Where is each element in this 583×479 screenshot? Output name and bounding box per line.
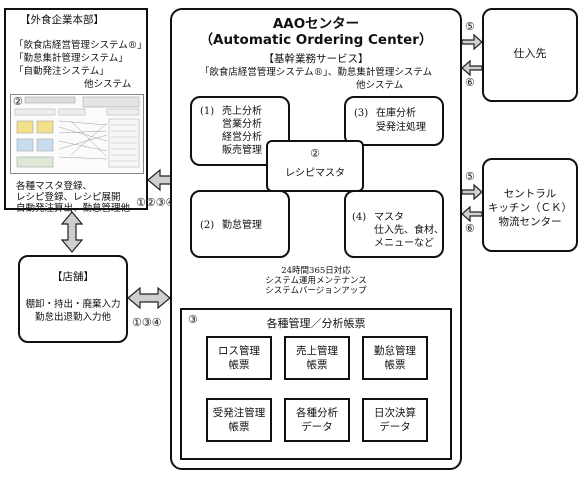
report-sales-line-1: 売上管理: [296, 345, 338, 357]
center-subtitle: （Automatic Ordering Center）: [199, 32, 433, 48]
report-loss: ロス管理 帳票: [206, 336, 272, 380]
supplier-out-label: ⑥: [465, 76, 475, 89]
report-daily-settlement: 日次決算 データ: [362, 398, 428, 442]
services-line-2: 他システム: [356, 80, 404, 91]
hq-other-systems: 他システム: [84, 79, 132, 90]
services-title: 【基幹業務サービス】: [263, 53, 369, 65]
module-sales-line-1: 売上分析: [222, 106, 262, 117]
hq-store-double-arrow: [60, 211, 84, 253]
report-daily-line-2: データ: [379, 421, 411, 433]
hq-system-3: 「自動発注システム」: [14, 66, 109, 77]
hq-screenshot-thumbnail: ②: [10, 94, 144, 174]
module-inventory-line-2: 受発注処理: [376, 122, 426, 133]
module-master-line-1: マスタ: [374, 212, 404, 223]
module-inventory: (3) 在庫分析 受発注処理: [344, 96, 444, 146]
hq-task-2: レシピ登録、レシピ展開: [16, 192, 121, 203]
report-daily-line-1: 日次決算: [374, 407, 416, 419]
reports-num: ③: [188, 313, 198, 326]
module-master-line-2: 仕入先、食材、: [374, 225, 444, 236]
store-task-2: 勤怠出退勤入力他: [34, 312, 111, 323]
services-line-1: 「飲食店経営管理システム®」、勤怠集計管理システム: [199, 67, 433, 78]
report-analysis-line-1: 各種分析: [296, 407, 338, 419]
report-ordering-line-2: 帳票: [228, 421, 250, 433]
ops-line-3: システムバージョンアップ: [265, 286, 367, 296]
module-attendance-num: (2): [200, 220, 215, 231]
supplier-in-label: ⑤: [465, 20, 475, 33]
module-master-num: (4): [352, 212, 367, 223]
ck-line-3: 物流センター: [498, 216, 562, 228]
report-attendance-line-1: 勤怠管理: [374, 345, 416, 357]
report-ordering: 受発注管理 帳票: [206, 398, 272, 442]
ck-in-label: ⑤: [465, 170, 475, 183]
module-master-line-3: メニューなど: [374, 238, 434, 249]
reports-title: 各種管理／分析帳票: [266, 317, 366, 330]
report-loss-line-1: ロス管理: [218, 345, 260, 357]
ck-line-1: セントラル: [503, 188, 557, 200]
module-sales-line-2: 営業分析: [222, 119, 262, 130]
module-recipe-master: ② レシピマスタ: [266, 140, 364, 192]
report-sales-line-2: 帳票: [306, 359, 328, 371]
ops-line-1: 24時間365日対応: [281, 266, 351, 276]
thumbnail-graphic: [14, 96, 140, 168]
central-kitchen-box: セントラル キッチン（ＣＫ） 物流センター: [482, 158, 578, 252]
module-sales-line-3: 経営分析: [222, 132, 262, 143]
report-sales: 売上管理 帳票: [284, 336, 350, 380]
hq-title: 【外食企業本部】: [20, 14, 104, 26]
module-inventory-line-1: 在庫分析: [376, 108, 416, 119]
report-analysis-line-2: データ: [301, 421, 333, 433]
hq-system-2: 「勤怠集計管理システム」: [14, 53, 128, 64]
report-ordering-line-1: 受発注管理: [212, 407, 266, 419]
hq-task-1: 各種マスタ登録、: [16, 181, 93, 192]
store-title: 【店舗】: [52, 271, 94, 283]
center-title: AAOセンター: [272, 16, 360, 32]
ck-to-center-arrow: [461, 205, 483, 223]
store-center-double-arrow: [127, 286, 171, 310]
store-task-1: 棚卸・持出・廃棄入力: [25, 299, 121, 310]
store-box: 【店舗】 棚卸・持出・廃棄入力 勤怠出退勤入力他: [18, 255, 128, 343]
center-to-supplier-arrow: [461, 33, 483, 51]
supplier-box: 仕入先: [482, 8, 578, 102]
report-attendance-line-2: 帳票: [384, 359, 406, 371]
hq-screenshot-number: ②: [13, 95, 23, 108]
ck-line-2: キッチン（ＣＫ）: [488, 202, 572, 214]
store-center-flow-label: ①③④: [132, 316, 162, 329]
ops-line-2: システム運用メンテナンス: [265, 276, 367, 286]
report-attendance: 勤怠管理 帳票: [362, 336, 428, 380]
module-inventory-num: (3): [354, 108, 369, 119]
hq-task-3: 自動発注算出、勤怠管理他: [16, 203, 131, 214]
module-recipe-label: レシピマスタ: [285, 168, 345, 179]
module-attendance-label: 勤怠管理: [222, 220, 262, 231]
report-loss-line-2: 帳票: [228, 359, 250, 371]
hq-box: 【外食企業本部】 「飲食店経営管理システム®」 「勤怠集計管理システム」 「自動…: [4, 8, 148, 214]
module-master: (4) マスタ 仕入先、食材、 メニューなど: [344, 190, 444, 258]
module-sales-num: (1): [200, 106, 215, 117]
report-analysis: 各種分析 データ: [284, 398, 350, 442]
module-sales-analysis: (1) 売上分析 営業分析 経営分析 販売管理: [190, 96, 290, 166]
module-attendance: (2) 勤怠管理: [190, 190, 290, 258]
module-recipe-num: ②: [310, 147, 320, 160]
hq-system-1: 「飲食店経営管理システム®」: [14, 40, 147, 51]
module-sales-line-4: 販売管理: [222, 145, 262, 156]
ck-out-label: ⑥: [465, 222, 475, 235]
supplier-to-center-arrow: [461, 59, 483, 77]
supplier-label: 仕入先: [513, 47, 547, 60]
center-to-ck-arrow: [461, 183, 483, 201]
